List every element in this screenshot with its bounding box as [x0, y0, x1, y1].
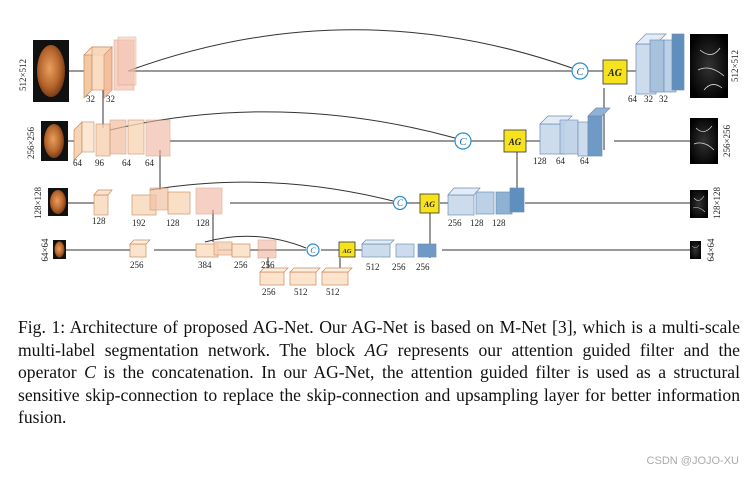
caption-math-c: C [84, 362, 96, 383]
output-image-64 [690, 241, 701, 259]
decoder-blocks [361, 33, 685, 258]
enc3-label-b: 192 [132, 218, 146, 228]
input-image-256 [41, 121, 68, 161]
ag-block-row1 [602, 59, 628, 85]
concat-circle-row1 [571, 62, 589, 80]
enc1-label-b: 32 [106, 94, 115, 104]
ag-label-row1: AG [607, 68, 623, 79]
enc4-label-b: 384 [198, 260, 212, 270]
dec1-label-c: 32 [659, 94, 668, 104]
output-image-512 [690, 34, 728, 98]
dec1-label-a: 64 [628, 94, 638, 104]
input-image-512 [33, 40, 69, 102]
figure-caption: Fig. 1: Architecture of proposed AG-Net.… [18, 316, 740, 429]
output-image-256 [690, 118, 718, 164]
output-image-128 [690, 190, 708, 218]
concat-operators: C C C C [306, 62, 589, 257]
input-image-64 [53, 240, 66, 259]
ag-block-row4 [338, 241, 356, 258]
enc2-label-c: 64 [122, 158, 132, 168]
enc4-label-c: 256 [234, 260, 248, 270]
dec4-label-a: 512 [366, 262, 380, 272]
dec2-label-a: 128 [533, 156, 547, 166]
row2-out-label: 256×256 [722, 124, 732, 157]
caption-math-ag: AG [364, 339, 389, 360]
enc3-label-d: 128 [196, 218, 210, 228]
watermark: CSDN @JOJO-XU [646, 455, 739, 467]
bottleneck-label-a: 256 [262, 287, 276, 297]
enc3-label-a: 128 [92, 216, 106, 226]
dec3-label-b: 128 [470, 218, 484, 228]
enc2-label-d: 64 [145, 158, 155, 168]
encoder-blocks [73, 36, 353, 286]
dec4-label-b: 256 [392, 262, 406, 272]
ag-label-row4: AG [341, 248, 351, 255]
row1-side-label: 512×512 [18, 59, 28, 91]
concat-circle-row3 [392, 195, 408, 211]
dec2-label-c: 64 [580, 156, 590, 166]
ag-block-row2 [503, 129, 527, 153]
concat-circle-row2 [454, 132, 472, 150]
enc1-label-a: 32 [86, 94, 95, 104]
row3-out-label: 128×128 [712, 186, 722, 219]
architecture-diagram: 512×512 256×256 128×128 64×64 [18, 29, 740, 297]
channel-labels: 32 32 64 96 64 64 128 192 128 128 256 38… [73, 94, 668, 297]
bottleneck-label-c: 512 [326, 287, 340, 297]
bottleneck-label-b: 512 [294, 287, 308, 297]
ag-label-row3: AG [423, 200, 435, 209]
enc4-label-d: 256 [261, 260, 275, 270]
dec2-label-b: 64 [556, 156, 566, 166]
row4-side-label: 64×64 [40, 238, 50, 262]
caption-part2: represents our attention guided filter a… [18, 339, 740, 383]
enc3-label-c: 128 [166, 218, 180, 228]
row4-out-label: 64×64 [706, 238, 716, 262]
caption-part1: Fig. 1: Architecture of proposed AG-Net.… [18, 317, 740, 360]
dec1-label-b: 32 [644, 94, 653, 104]
enc2-label-a: 64 [73, 158, 83, 168]
concat-label-row4: C [310, 246, 316, 255]
row2-side-label: 256×256 [26, 126, 36, 159]
concat-label-row3: C [397, 198, 404, 208]
caption-part3: is the concatenation. In our AG-Net, the… [18, 362, 740, 428]
ag-block-row3 [419, 193, 440, 214]
dec3-label-a: 256 [448, 218, 462, 228]
row3-side-label: 128×128 [33, 186, 43, 219]
ag-blocks: AG AG AG AG [338, 59, 628, 258]
dec4-label-c: 256 [416, 262, 430, 272]
concat-circle-row4 [306, 243, 320, 257]
ag-label-row2: AG [508, 137, 522, 147]
dec3-label-c: 128 [492, 218, 506, 228]
input-image-128 [48, 188, 68, 216]
enc2-label-b: 96 [95, 158, 105, 168]
enc4-label-a: 256 [130, 260, 144, 270]
concat-label-row2: C [459, 136, 467, 148]
concat-label-row1: C [576, 66, 584, 78]
row1-out-label: 512×512 [730, 50, 740, 82]
